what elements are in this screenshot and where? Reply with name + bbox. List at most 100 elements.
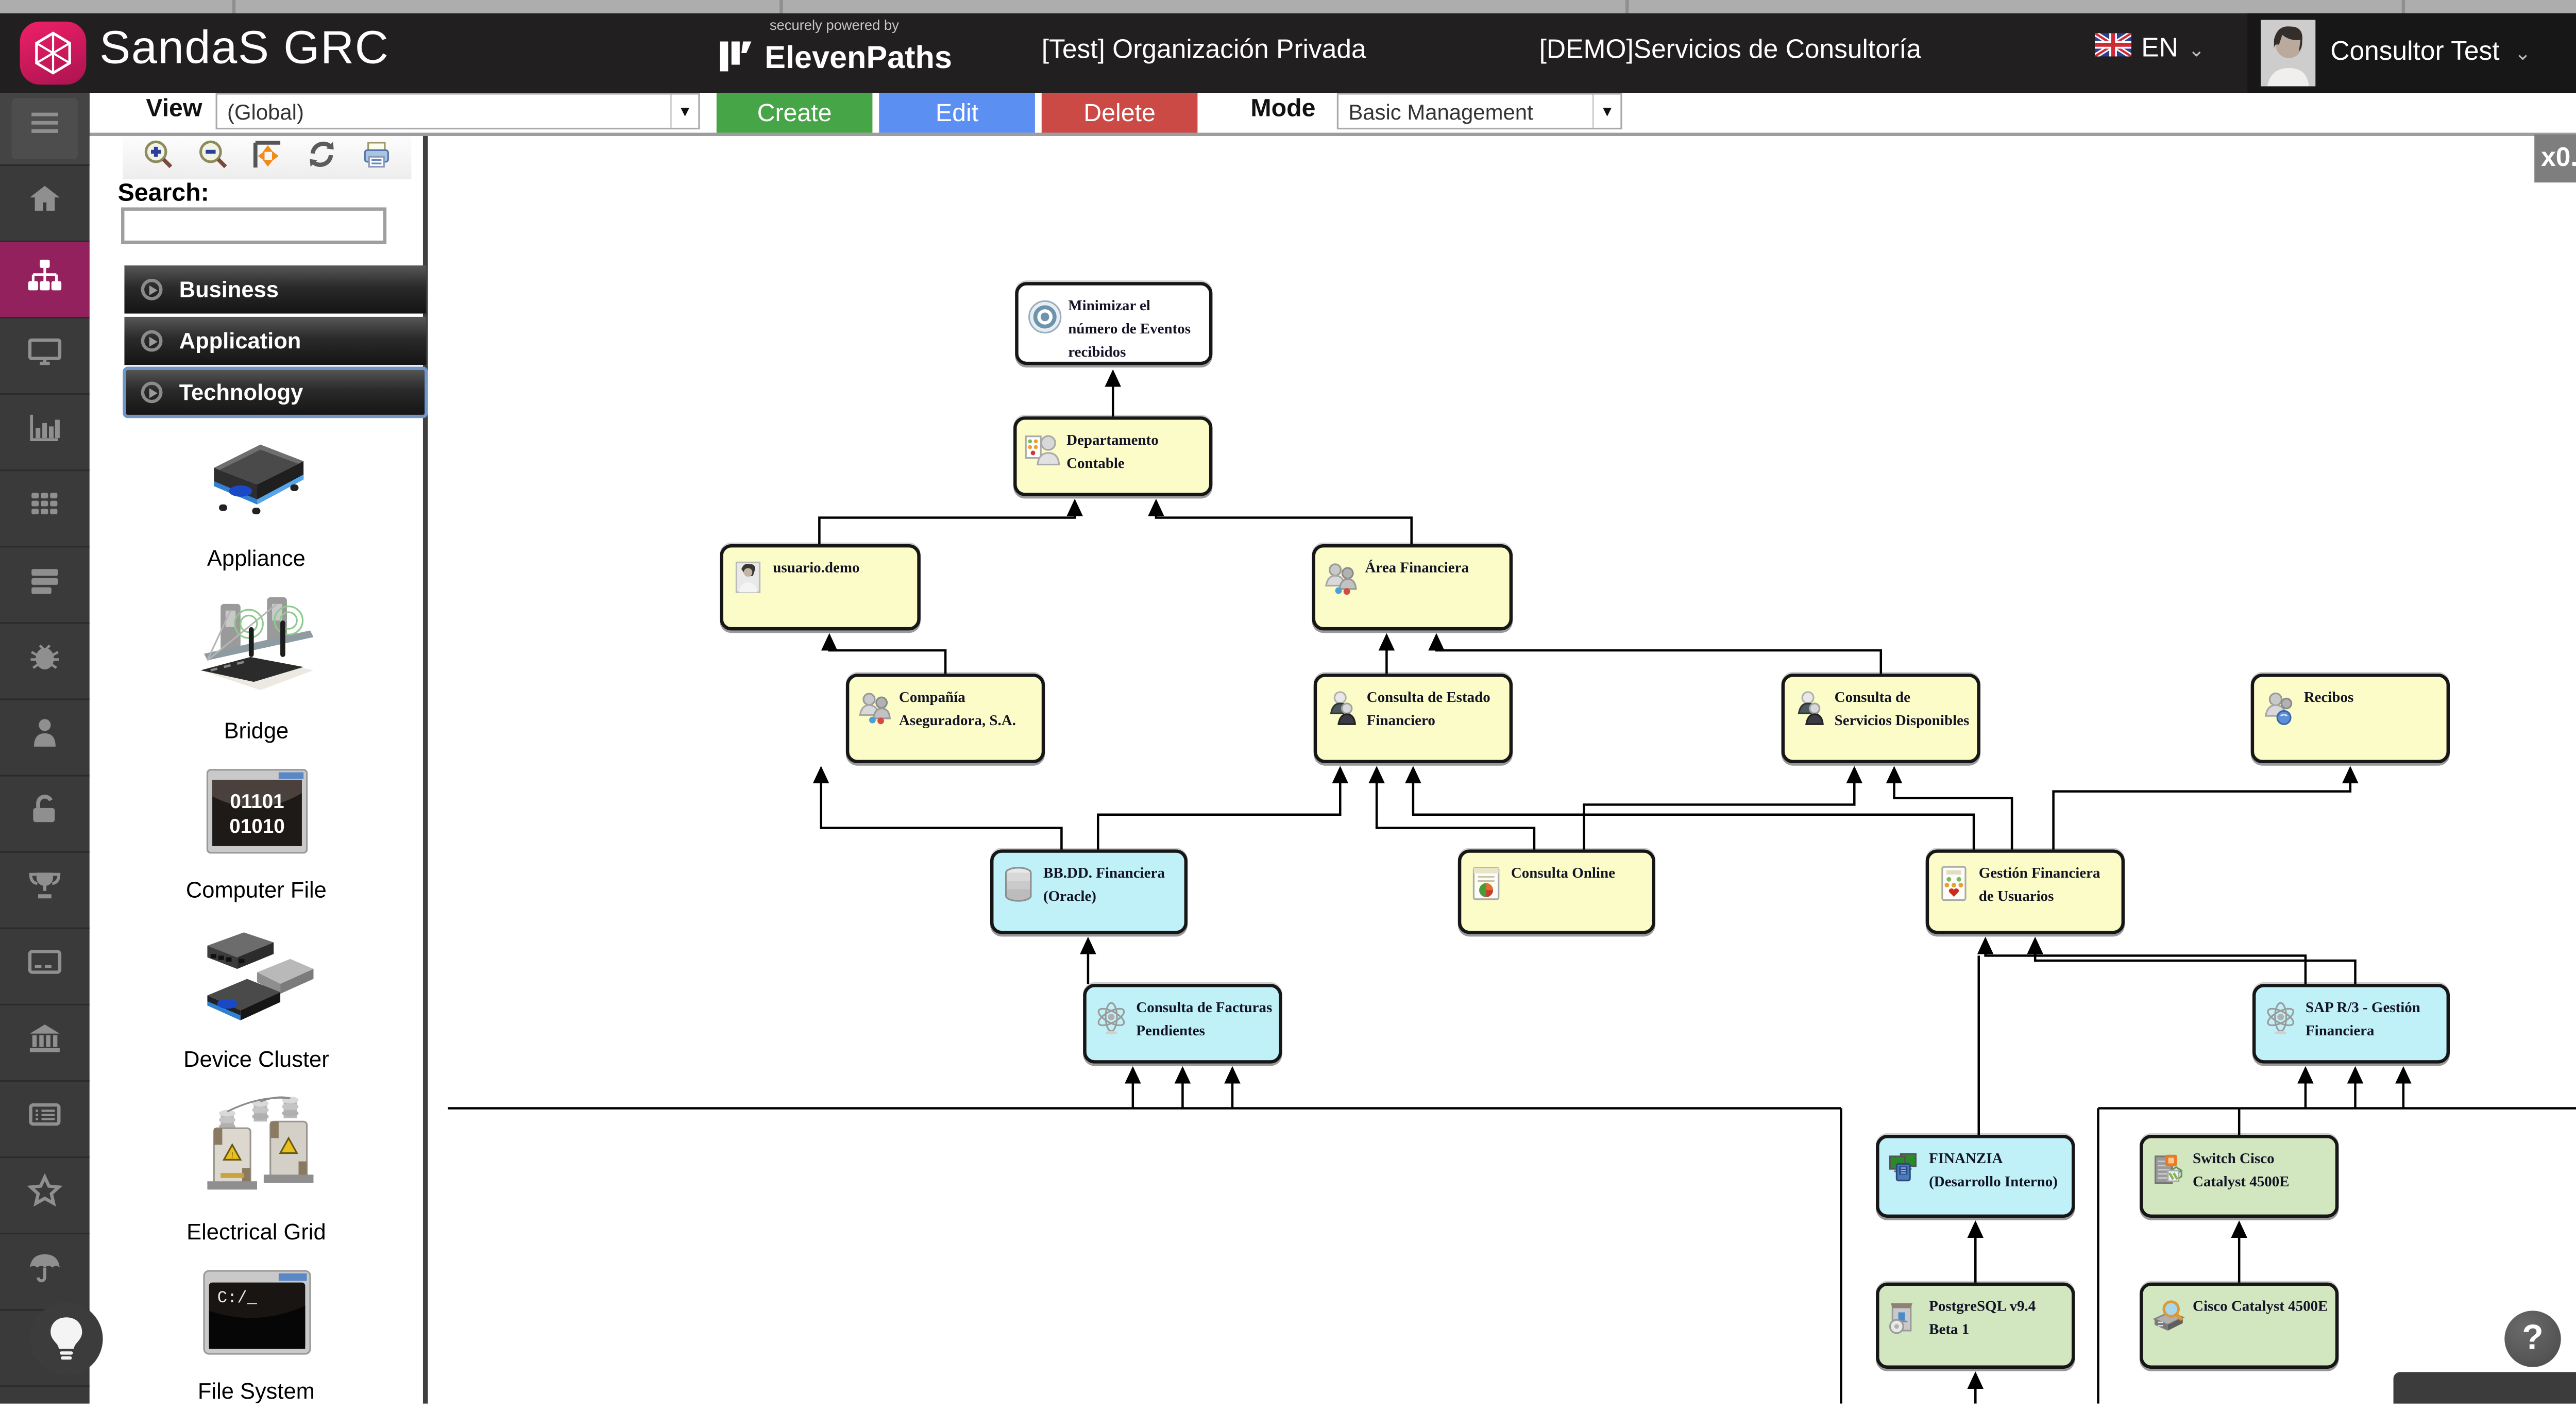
- mode-select[interactable]: Basic Management ▼: [1336, 93, 1622, 130]
- sidebar-item-sitemap[interactable]: [0, 242, 90, 319]
- diagram-node[interactable]: Consulta de Servicios Disponibles: [1781, 674, 1980, 763]
- toolbar-divider: [89, 132, 2576, 136]
- user-name: Consultor Test: [2330, 38, 2500, 66]
- sidebar-item-bug[interactable]: [0, 624, 90, 700]
- elevenpaths-label: ElevenPaths: [765, 40, 952, 76]
- delete-button[interactable]: Delete: [1041, 93, 1198, 133]
- diagram-node[interactable]: Consulta Online: [1458, 849, 1655, 934]
- svg-text:C:/_: C:/_: [216, 1288, 257, 1307]
- diagram-node[interactable]: Consulta de Estado Financiero: [1313, 674, 1513, 763]
- diagram-node[interactable]: Compañía Aseguradora, S.A.: [845, 674, 1045, 763]
- diagram-canvas[interactable]: Minimizar el número de Eventos recibidos…: [428, 136, 2576, 1404]
- target-icon: [1027, 297, 1062, 343]
- sidebar-item-trophy[interactable]: [0, 853, 90, 929]
- zoom-factor-badge: x0.: [2534, 134, 2576, 183]
- palette-item-file-system[interactable]: C:/_ File System: [90, 1268, 423, 1404]
- node-label: Compañía Aseguradora, S.A.: [899, 689, 1016, 729]
- diagram-node[interactable]: Cisco Catalyst 4500E: [2140, 1282, 2339, 1369]
- sidebar-item-person[interactable]: [0, 700, 90, 777]
- search-input[interactable]: [121, 207, 387, 244]
- database-icon: [1002, 864, 1037, 911]
- diagram-node[interactable]: Gestión Financiera de Usuarios: [1925, 849, 2125, 934]
- node-label: Área Financiera: [1365, 559, 1469, 576]
- palette-item-appliance[interactable]: Appliance: [90, 431, 423, 570]
- diagram-node[interactable]: BB.DD. Financiera (Oracle): [990, 849, 1188, 934]
- star-icon: [25, 1171, 64, 1219]
- diagram-node[interactable]: Departamento Contable: [1013, 416, 1213, 496]
- svg-text:01010: 01010: [229, 815, 284, 837]
- umbrella-icon: [25, 1248, 64, 1296]
- sidebar-item-star[interactable]: [0, 1158, 90, 1235]
- zoom-in-icon[interactable]: [140, 137, 173, 178]
- group-icon: [857, 689, 892, 735]
- refresh-icon[interactable]: [306, 137, 338, 178]
- diagram-node[interactable]: usuario.demo: [720, 544, 921, 631]
- sidebar-item-server[interactable]: [0, 547, 90, 624]
- node-label: Gestión Financiera de Usuarios: [1978, 864, 2100, 904]
- edit-button[interactable]: Edit: [879, 93, 1035, 133]
- zoom-out-icon[interactable]: [195, 137, 228, 178]
- diagram-node[interactable]: Minimizar el número de Eventos recibidos: [1015, 282, 1213, 365]
- sidebar-item-umbrella[interactable]: [0, 1234, 90, 1311]
- create-button[interactable]: Create: [716, 93, 873, 133]
- mode-select-value: Basic Management: [1348, 98, 1533, 124]
- diagram-node[interactable]: Recibos: [2250, 674, 2450, 763]
- diagram-node[interactable]: PostgreSQL v9.4 Beta 1: [1876, 1282, 2075, 1369]
- diagram-node[interactable]: Consulta de Facturas Pendientes: [1083, 984, 1282, 1064]
- palette-item-device-cluster[interactable]: Device Cluster: [90, 926, 423, 1072]
- category-application[interactable]: Application: [124, 316, 427, 365]
- fit-screen-icon[interactable]: [250, 137, 283, 178]
- node-label: Consulta de Servicios Disponibles: [1834, 689, 1970, 729]
- sandas-logo-icon[interactable]: [20, 21, 87, 85]
- org-name-secondary[interactable]: [DEMO]Servicios de Consultoría: [1539, 36, 1922, 65]
- print-icon[interactable]: [361, 137, 394, 178]
- palette-item-label: Device Cluster: [183, 1047, 329, 1072]
- user-photo-icon: [732, 559, 767, 606]
- org-name-primary[interactable]: [Test] Organización Privada: [1041, 36, 1366, 65]
- appliance-icon: [196, 431, 316, 532]
- bar-chart-icon: [25, 408, 64, 456]
- category-business[interactable]: Business: [124, 265, 427, 314]
- sidebar-item-credit-card[interactable]: [0, 929, 90, 1005]
- palette-item-bridge[interactable]: Bridge: [90, 594, 423, 743]
- diagram-node[interactable]: Área Financiera: [1312, 544, 1513, 631]
- sidebar-item-grid[interactable]: [0, 471, 90, 548]
- browser-chrome-strip: [0, 0, 2576, 13]
- node-label: Switch Cisco Catalyst 4500E: [2193, 1150, 2290, 1190]
- sidebar-item-bar-chart[interactable]: [0, 395, 90, 472]
- diagram-node[interactable]: SAP R/3 - Gestión Financiera: [2252, 984, 2450, 1064]
- person-chart-icon: [1025, 431, 1060, 478]
- category-label: Technology: [179, 380, 303, 405]
- electrical-grid-icon: !: [196, 1095, 316, 1206]
- action-toolbar: View (Global) ▼ Create Edit Delete Mode …: [89, 93, 2576, 133]
- help-button[interactable]: ?: [2504, 1311, 2561, 1367]
- language-code: EN: [2141, 33, 2178, 62]
- category-label: Business: [179, 277, 279, 302]
- sidebar-item-unlock[interactable]: [0, 777, 90, 853]
- hint-lightbulb-button[interactable]: [29, 1302, 103, 1375]
- svg-text:01101: 01101: [229, 791, 283, 813]
- group-icon: [1324, 559, 1359, 606]
- sidebar-item-monitor[interactable]: [0, 318, 90, 395]
- bank-icon: [25, 1019, 64, 1067]
- sidebar-item-home[interactable]: [0, 166, 90, 243]
- top-header-bar: SandaS GRC securely powered by ElevenPat…: [0, 13, 2576, 93]
- view-select[interactable]: (Global) ▼: [215, 93, 700, 130]
- user-menu[interactable]: Consultor Test ⌄: [2247, 13, 2576, 93]
- sidebar-item-list[interactable]: [0, 1082, 90, 1159]
- diagram-node[interactable]: FINANZIA (Desarrollo Interno): [1876, 1135, 2075, 1218]
- language-selector[interactable]: EN ⌄: [2093, 31, 2205, 64]
- palette-item-electrical-grid[interactable]: !Electrical Grid: [90, 1095, 423, 1245]
- category-technology[interactable]: Technology: [123, 366, 428, 418]
- sidebar-item-bank[interactable]: [0, 1005, 90, 1082]
- sidebar-item-menu[interactable]: [0, 93, 90, 166]
- node-label: Departamento Contable: [1066, 431, 1159, 472]
- diagram-node[interactable]: Switch Cisco Catalyst 4500E: [2140, 1135, 2339, 1218]
- select-arrow-icon: ▼: [670, 94, 699, 128]
- node-label: PostgreSQL v9.4 Beta 1: [1929, 1297, 2036, 1337]
- palette-item-label: File System: [197, 1379, 315, 1404]
- bug-icon: [25, 637, 64, 685]
